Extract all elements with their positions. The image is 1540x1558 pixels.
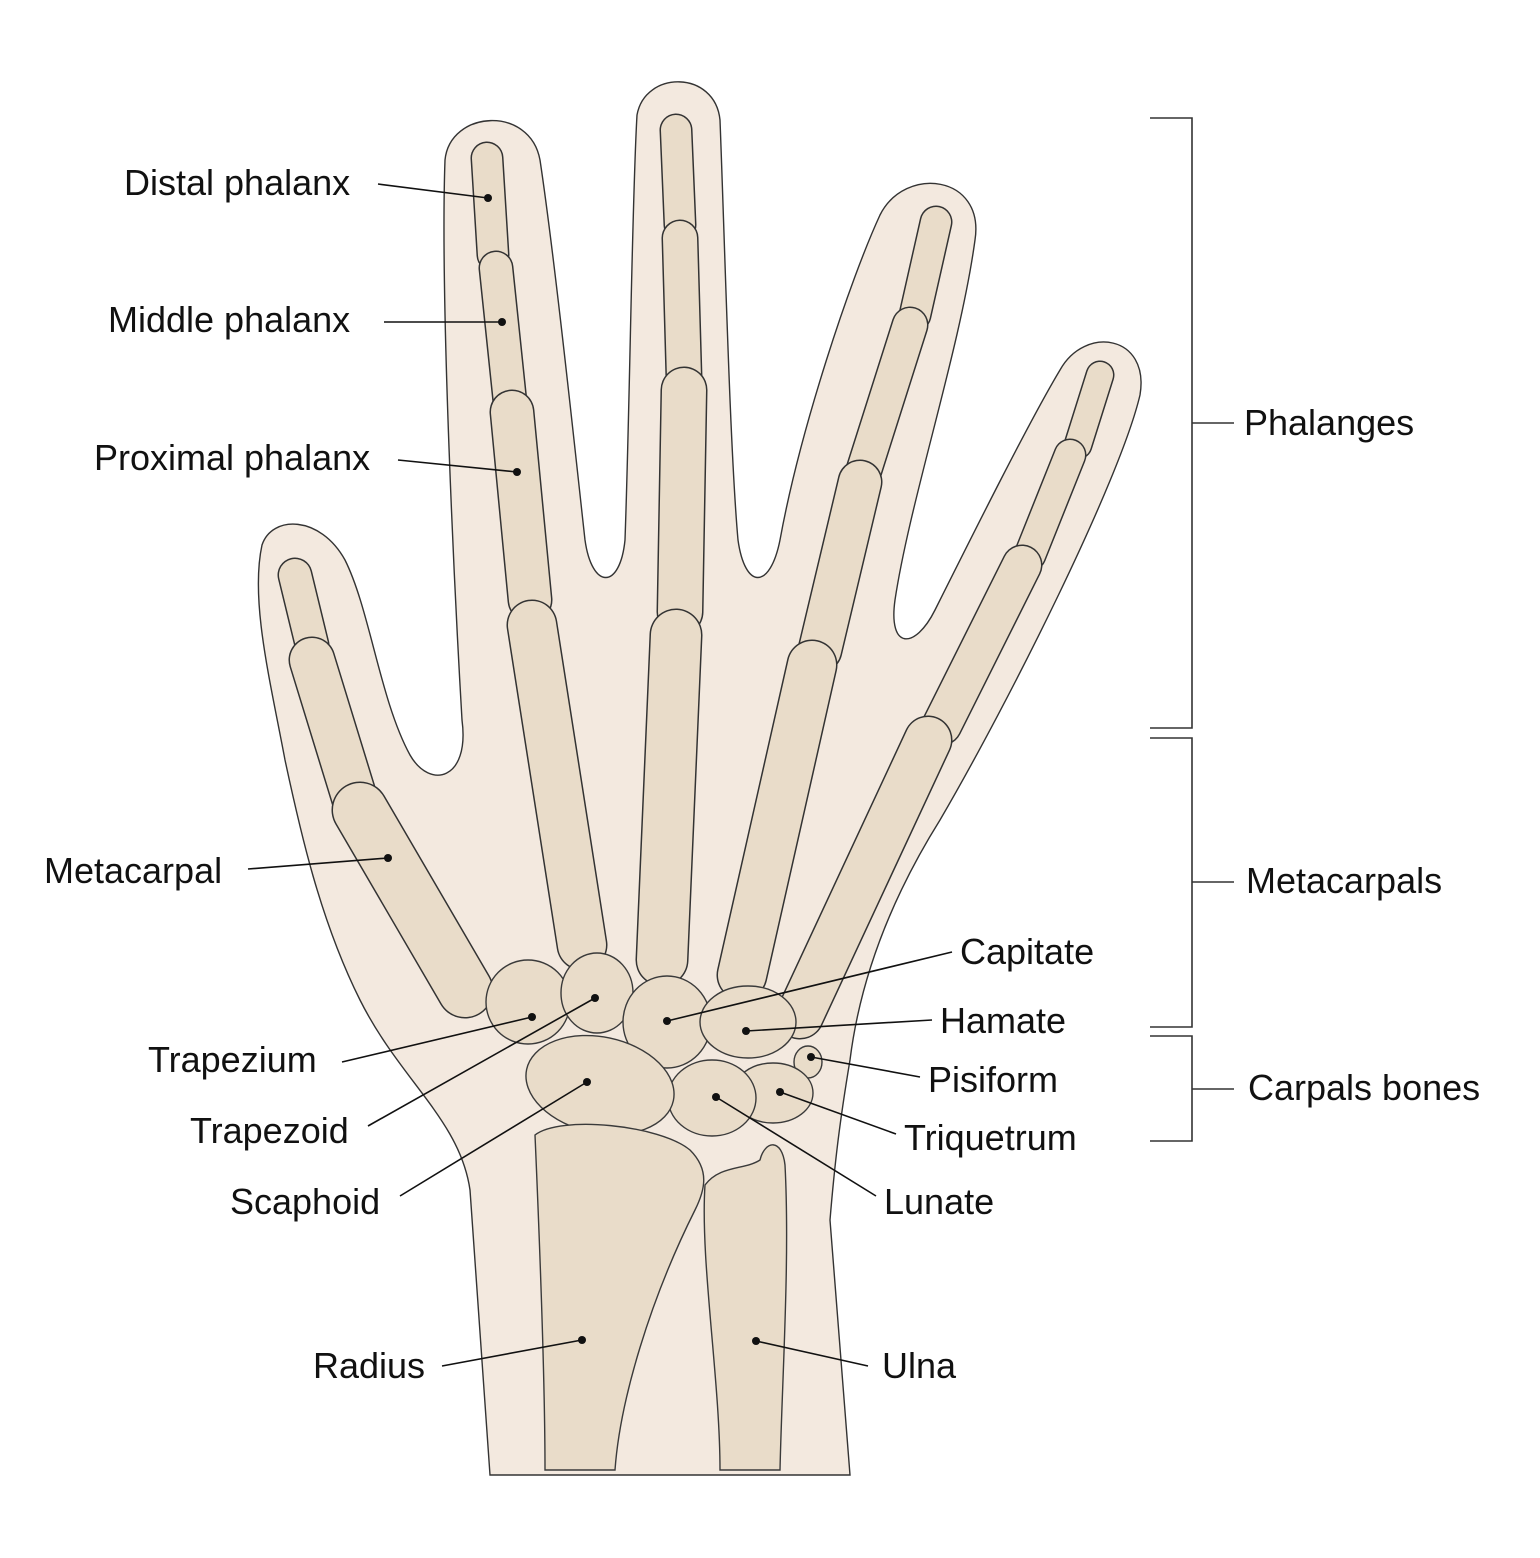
label-scaphoid: Scaphoid — [230, 1078, 591, 1222]
little-metacarpal-bone-shape — [777, 717, 951, 1038]
svg-text:Carpals bones: Carpals bones — [1248, 1067, 1480, 1108]
svg-text:Trapezium: Trapezium — [148, 1039, 317, 1080]
index-distal-bone — [470, 141, 510, 272]
svg-text:Metacarpal: Metacarpal — [44, 850, 222, 891]
thumb-distal-bone-shape — [279, 559, 328, 661]
svg-text:Ulna: Ulna — [882, 1345, 957, 1386]
label-distal-phalanx: Distal phalanx — [124, 162, 492, 203]
svg-text:Triquetrum: Triquetrum — [904, 1117, 1077, 1158]
thumb-proximal-bone-shape — [290, 638, 377, 822]
bracket-metacarpals: Metacarpals — [1150, 737, 1442, 1028]
index-metacarpal-bone — [506, 599, 608, 971]
svg-text:Phalanges: Phalanges — [1244, 402, 1414, 443]
label-capitate: Capitate — [663, 931, 1094, 1025]
svg-text:Trapezoid: Trapezoid — [190, 1110, 349, 1151]
middle-distal-bone — [659, 113, 697, 242]
hamate-bone — [699, 985, 797, 1059]
index-proximal-bone — [489, 389, 553, 623]
little-middle-bone-shape — [1015, 440, 1085, 570]
middle-middle-bone-shape — [663, 221, 701, 395]
little-proximal-bone-shape — [923, 546, 1041, 744]
middle-distal-bone-shape — [661, 115, 695, 240]
ring-middle-bone-shape — [847, 308, 927, 487]
lunate-bone — [667, 1059, 757, 1137]
middle-metacarpal-bone — [635, 608, 703, 987]
label-trapezium: Trapezium — [148, 1013, 536, 1080]
hand-outline — [257, 81, 1142, 1476]
label-trapezoid: Trapezoid — [190, 994, 599, 1151]
little-distal-bone — [1063, 360, 1115, 460]
ring-metacarpal-bone-shape — [718, 641, 836, 999]
svg-text:Pisiform: Pisiform — [928, 1059, 1058, 1100]
index-distal-bone-shape — [472, 143, 508, 270]
svg-text:Capitate: Capitate — [960, 931, 1094, 972]
bracket-carpals: Carpals bones — [1150, 1035, 1480, 1142]
thumb-proximal-bone — [288, 636, 379, 824]
little-middle-bone — [1013, 438, 1087, 572]
label-pisiform: Pisiform — [807, 1053, 1058, 1100]
middle-middle-bone — [661, 219, 703, 397]
index-proximal-bone-shape — [491, 391, 551, 621]
index-middle-bone-shape — [480, 252, 526, 418]
ring-proximal-bone-shape — [799, 461, 881, 671]
thumb-distal-bone — [277, 557, 330, 663]
svg-text:Scaphoid: Scaphoid — [230, 1181, 380, 1222]
trapezoid-bone — [560, 952, 634, 1034]
label-metacarpal: Metacarpal — [44, 850, 392, 891]
middle-metacarpal-bone-shape — [637, 610, 701, 985]
ring-distal-bone — [898, 205, 953, 332]
svg-text:Hamate: Hamate — [940, 1000, 1066, 1041]
label-proximal-phalanx: Proximal phalanx — [94, 437, 521, 478]
ulna-bone — [703, 1144, 788, 1471]
ring-distal-bone-shape — [900, 207, 951, 330]
svg-text:Metacarpals: Metacarpals — [1246, 860, 1442, 901]
little-metacarpal-bone — [775, 715, 953, 1040]
index-middle-bone — [478, 250, 528, 420]
ring-middle-bone — [845, 306, 929, 489]
middle-proximal-bone-shape — [658, 368, 706, 634]
svg-text:Lunate: Lunate — [884, 1181, 994, 1222]
thumb-metacarpal-bone — [331, 781, 494, 1019]
index-metacarpal-bone-shape — [508, 601, 606, 969]
svg-text:Proximal phalanx: Proximal phalanx — [94, 437, 370, 478]
svg-text:Distal phalanx: Distal phalanx — [124, 162, 350, 203]
ring-metacarpal-bone — [716, 639, 838, 1001]
svg-text:Middle phalanx: Middle phalanx — [108, 299, 350, 340]
svg-text:Radius: Radius — [313, 1345, 425, 1386]
label-lunate: Lunate — [712, 1093, 994, 1222]
radius-bone — [534, 1123, 705, 1471]
bracket-phalanges: Phalanges — [1150, 117, 1414, 729]
finger-bones — [277, 113, 1115, 1040]
thumb-metacarpal-bone-shape — [333, 783, 492, 1017]
label-hamate: Hamate — [742, 1000, 1066, 1041]
little-proximal-bone — [921, 544, 1043, 746]
label-radius: Radius — [313, 1336, 586, 1386]
label-ulna: Ulna — [752, 1337, 957, 1386]
label-middle-phalanx: Middle phalanx — [108, 299, 506, 340]
little-distal-bone-shape — [1065, 362, 1113, 458]
trapezium-bone — [485, 959, 571, 1045]
middle-proximal-bone — [656, 366, 708, 636]
ring-proximal-bone — [797, 459, 883, 673]
label-triquetrum: Triquetrum — [776, 1088, 1077, 1158]
